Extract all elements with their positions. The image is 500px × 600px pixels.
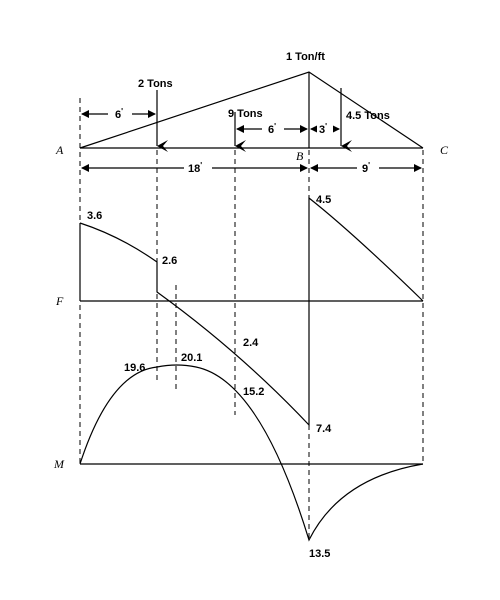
point-b-label: B bbox=[296, 149, 304, 163]
dim-6-mid-label: 6' bbox=[268, 122, 276, 136]
load-9-label: 9 Tons bbox=[228, 108, 263, 120]
dim-6-left-label: 6' bbox=[115, 107, 123, 121]
shear-26-label: 2.6 bbox=[162, 255, 177, 267]
axis-m-label: M bbox=[53, 457, 65, 471]
dim-3-label: 3' bbox=[319, 122, 327, 136]
load-intensity-label: 1 Ton/ft bbox=[286, 51, 325, 63]
moment-135-label: 13.5 bbox=[309, 548, 330, 560]
axis-f-label: F bbox=[55, 294, 64, 308]
load-diagram: 1 Ton/ft 2 Tons 9 Tons 4.5 Tons 6' 6' 3'… bbox=[55, 51, 449, 175]
dim-9-label: 9' bbox=[362, 161, 370, 175]
shear-45-label: 4.5 bbox=[316, 194, 331, 206]
dim-18-label: 18' bbox=[188, 161, 202, 175]
load-45-label: 4.5 Tons bbox=[346, 110, 390, 122]
shear-74-label: 7.4 bbox=[316, 423, 332, 435]
moment-201-label: 20.1 bbox=[181, 352, 202, 364]
shear-diagram: F 3.6 2.6 2.4 7.4 4.5 bbox=[55, 194, 424, 435]
point-c-label: C bbox=[440, 143, 449, 157]
shear-24-label: 2.4 bbox=[243, 337, 259, 349]
moment-196-label: 19.6 bbox=[124, 362, 145, 374]
moment-152-label: 15.2 bbox=[243, 386, 264, 398]
moment-diagram: M 19.6 20.1 15.2 13.5 bbox=[53, 352, 424, 560]
shear-36-label: 3.6 bbox=[87, 210, 102, 222]
point-a-label: A bbox=[55, 143, 64, 157]
shear-curve bbox=[79, 196, 424, 427]
load-2-label: 2 Tons bbox=[138, 78, 173, 90]
moment-curve bbox=[79, 364, 424, 542]
